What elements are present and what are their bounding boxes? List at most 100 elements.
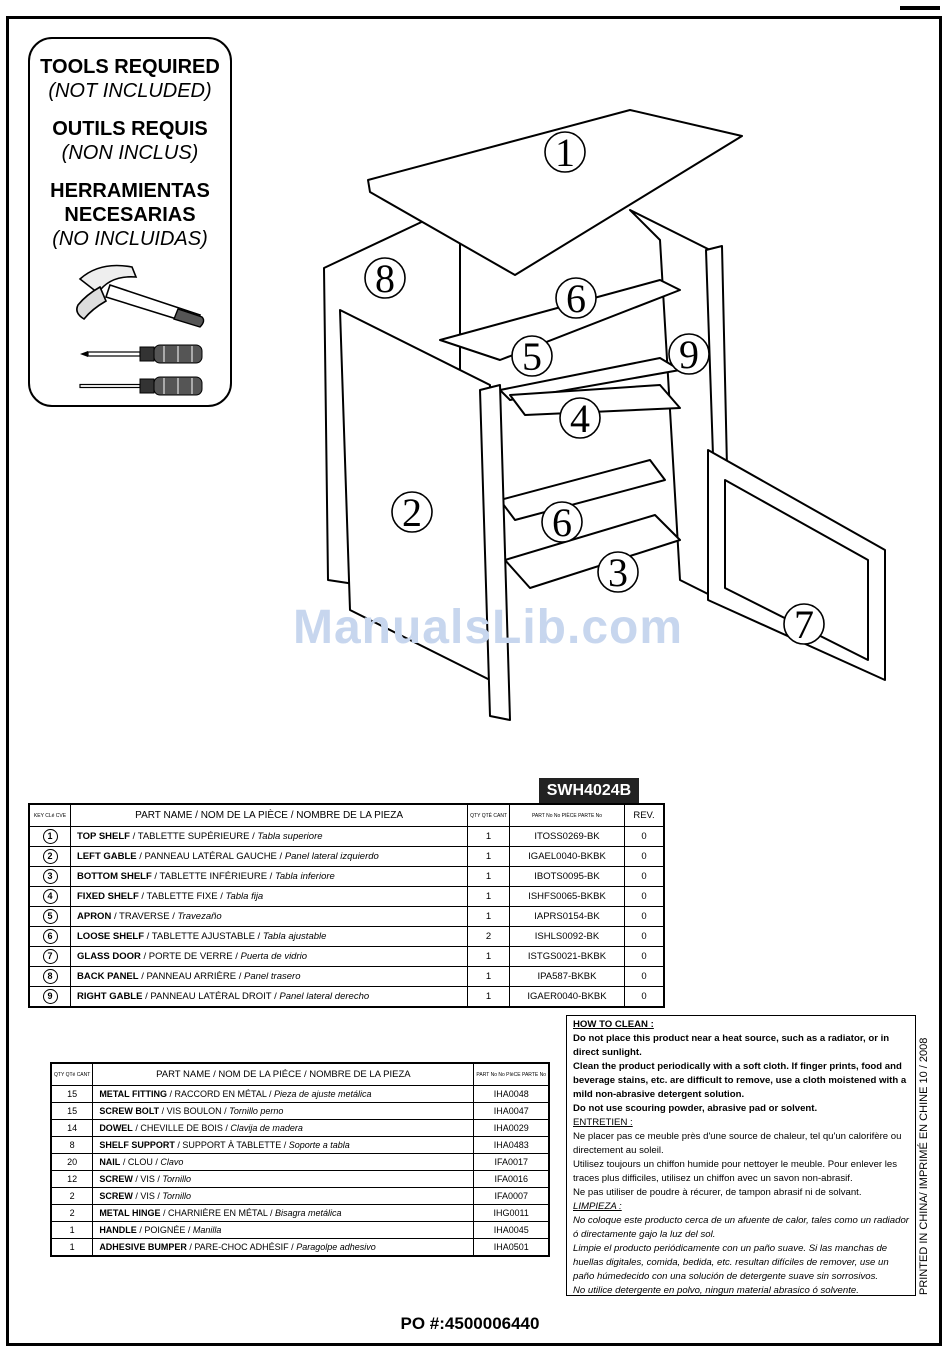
loose-shelf-bottom-part — [499, 459, 666, 521]
printed-in-note: PRINTED IN CHINA/ IMPRIMÉ EN CHINE 10 / … — [918, 1037, 930, 1295]
hw-part-number: IFA0007 — [473, 1187, 550, 1205]
hardware-table-header: QTY QTé CANT PART NAME / NOM DE LA PIÉCE… — [50, 1062, 550, 1086]
header-part-no: PART No No PIÈCE PARTE No — [509, 803, 625, 827]
hw-part-number: IHA0048 — [473, 1085, 550, 1103]
part-rev: 0 — [624, 866, 665, 887]
callout-5: 5 — [511, 334, 553, 379]
header-qty: QTY QTÉ CANT — [467, 803, 510, 827]
callout-4: 4 — [559, 396, 601, 441]
clean-es-3: No utilice detergente en polvo, ningun m… — [573, 1285, 859, 1296]
clean-fr-1: Ne placer pas ce meuble près d'une sourc… — [573, 1131, 902, 1156]
part-key: 6 — [28, 926, 71, 947]
hw-qty: 8 — [50, 1136, 94, 1154]
svg-text:7: 7 — [794, 602, 814, 647]
parts-table: KEY CLé CVE PART NAME / NOM DE LA PIÈCE … — [28, 803, 665, 1008]
svg-text:9: 9 — [679, 332, 699, 377]
callout-7: 7 — [783, 602, 825, 647]
part-number: ISTGS0021-BKBK — [509, 946, 625, 967]
part-number: IBOTS0095-BK — [509, 866, 625, 887]
part-number: IAPRS0154-BK — [509, 906, 625, 927]
hw-qty: 14 — [50, 1119, 94, 1137]
part-key: 7 — [28, 946, 71, 967]
hw-qty: 2 — [50, 1187, 94, 1205]
part-key: 2 — [28, 846, 71, 867]
part-qty: 1 — [467, 946, 510, 967]
hw-part-number: IHA0047 — [473, 1102, 550, 1120]
part-name: LOOSE SHELF / TABLETTE AJUSTABLE / Tabla… — [69, 926, 469, 947]
part-name: RIGHT GABLE / PANNEAU LATÉRAL DROIT / Pa… — [69, 986, 469, 1008]
hw-part-number: IHA0029 — [473, 1119, 550, 1137]
hw-part-number: IFA0016 — [473, 1170, 550, 1188]
part-rev: 0 — [624, 826, 665, 847]
hw-qty: 12 — [50, 1170, 94, 1188]
part-rev: 0 — [624, 886, 665, 907]
diagram-callouts: 1 2 3 4 5 6 6 7 8 9 — [364, 130, 825, 647]
phillips-screwdriver-icon — [80, 344, 203, 364]
part-name: FIXED SHELF / TABLETTE FIXE / Tabla fija — [69, 886, 469, 907]
part-number: ISHFS0065-BKBK — [509, 886, 625, 907]
hw-part-number: IHA0483 — [473, 1136, 550, 1154]
hw-name: NAIL / CLOU / Clavo — [92, 1153, 475, 1171]
callout-1: 1 — [544, 130, 586, 175]
model-number-badge: SWH4024B — [539, 778, 639, 804]
tools-title-es-2: NECESARIAS — [64, 204, 196, 226]
hw-name: SHELF SUPPORT / SUPPORT À TABLETTE / Sop… — [92, 1136, 475, 1154]
hw-name: METAL FITTING / RACCORD EN MÉTAL / Pieza… — [92, 1085, 475, 1103]
hw-name: METAL HINGE / CHARNIÈRE EN MÉTAL / Bisag… — [92, 1204, 475, 1222]
part-key: 4 — [28, 886, 71, 907]
callout-8: 8 — [364, 256, 406, 301]
purchase-order-number: PO #:4500006440 — [400, 1314, 540, 1333]
part-qty: 2 — [467, 926, 510, 947]
part-qty: 1 — [467, 826, 510, 847]
hw-qty: 1 — [50, 1221, 94, 1239]
part-rev: 0 — [624, 986, 665, 1008]
tools-title-fr: OUTILS REQUIS — [52, 118, 208, 140]
svg-text:6: 6 — [566, 276, 586, 321]
callout-6-top: 6 — [555, 276, 597, 321]
watermark-text: ManualsLib.com — [292, 601, 684, 654]
clean-es-2: Limpie el producto periódicamente con un… — [573, 1243, 889, 1282]
part-name: BACK PANEL / PANNEAU ARRIÈRE / Panel tra… — [69, 966, 469, 987]
svg-text:1: 1 — [555, 130, 575, 175]
part-number: IGAEL0040-BKBK — [509, 846, 625, 867]
page-border — [6, 16, 942, 1346]
part-rev: 0 — [624, 966, 665, 987]
hw-name: SCREW / VIS / Tornillo — [92, 1187, 475, 1205]
part-key: 9 — [28, 986, 71, 1008]
top-shelf-part — [367, 109, 743, 276]
tools-title-en: TOOLS REQUIRED — [40, 56, 220, 78]
part-name: GLASS DOOR / PORTE DE VERRE / Puerta de … — [69, 946, 469, 967]
callout-9: 9 — [668, 332, 710, 377]
hw-part-number: IHA0045 — [473, 1221, 550, 1239]
tools-note-es: (NO INCLUIDAS) — [52, 228, 208, 250]
callout-6-bottom: 6 — [541, 500, 583, 545]
clean-en-2: Clean the product periodically with a so… — [573, 1061, 907, 1100]
hw-part-number: IFA0017 — [473, 1153, 550, 1171]
hw-name: ADHESIVE BUMPER / PARE-CHOC ADHÉSIF / Pa… — [92, 1238, 475, 1257]
cleaning-instructions: HOW TO CLEAN : Do not place this product… — [566, 1015, 916, 1296]
part-name: TOP SHELF / TABLETTE SUPÉRIEURE / Tabla … — [69, 826, 469, 847]
part-number: IGAER0040-BKBK — [509, 986, 625, 1008]
callout-2: 2 — [391, 490, 433, 535]
part-rev: 0 — [624, 926, 665, 947]
part-key: 5 — [28, 906, 71, 927]
hw-header-part-name: PART NAME / NOM DE LA PIÉCE / NOMBRE DE … — [92, 1062, 475, 1086]
part-number: IPA587-BKBK — [509, 966, 625, 987]
part-number: ITOSS0269-BK — [509, 826, 625, 847]
hw-part-number: IHG0011 — [473, 1204, 550, 1222]
hw-header-part-no: PART No No PIèCE PARTE No — [473, 1062, 550, 1086]
hw-name: SCREW / VIS / Tornillo — [92, 1170, 475, 1188]
hammer-icon — [76, 264, 205, 328]
bottom-shelf-part — [504, 514, 681, 589]
